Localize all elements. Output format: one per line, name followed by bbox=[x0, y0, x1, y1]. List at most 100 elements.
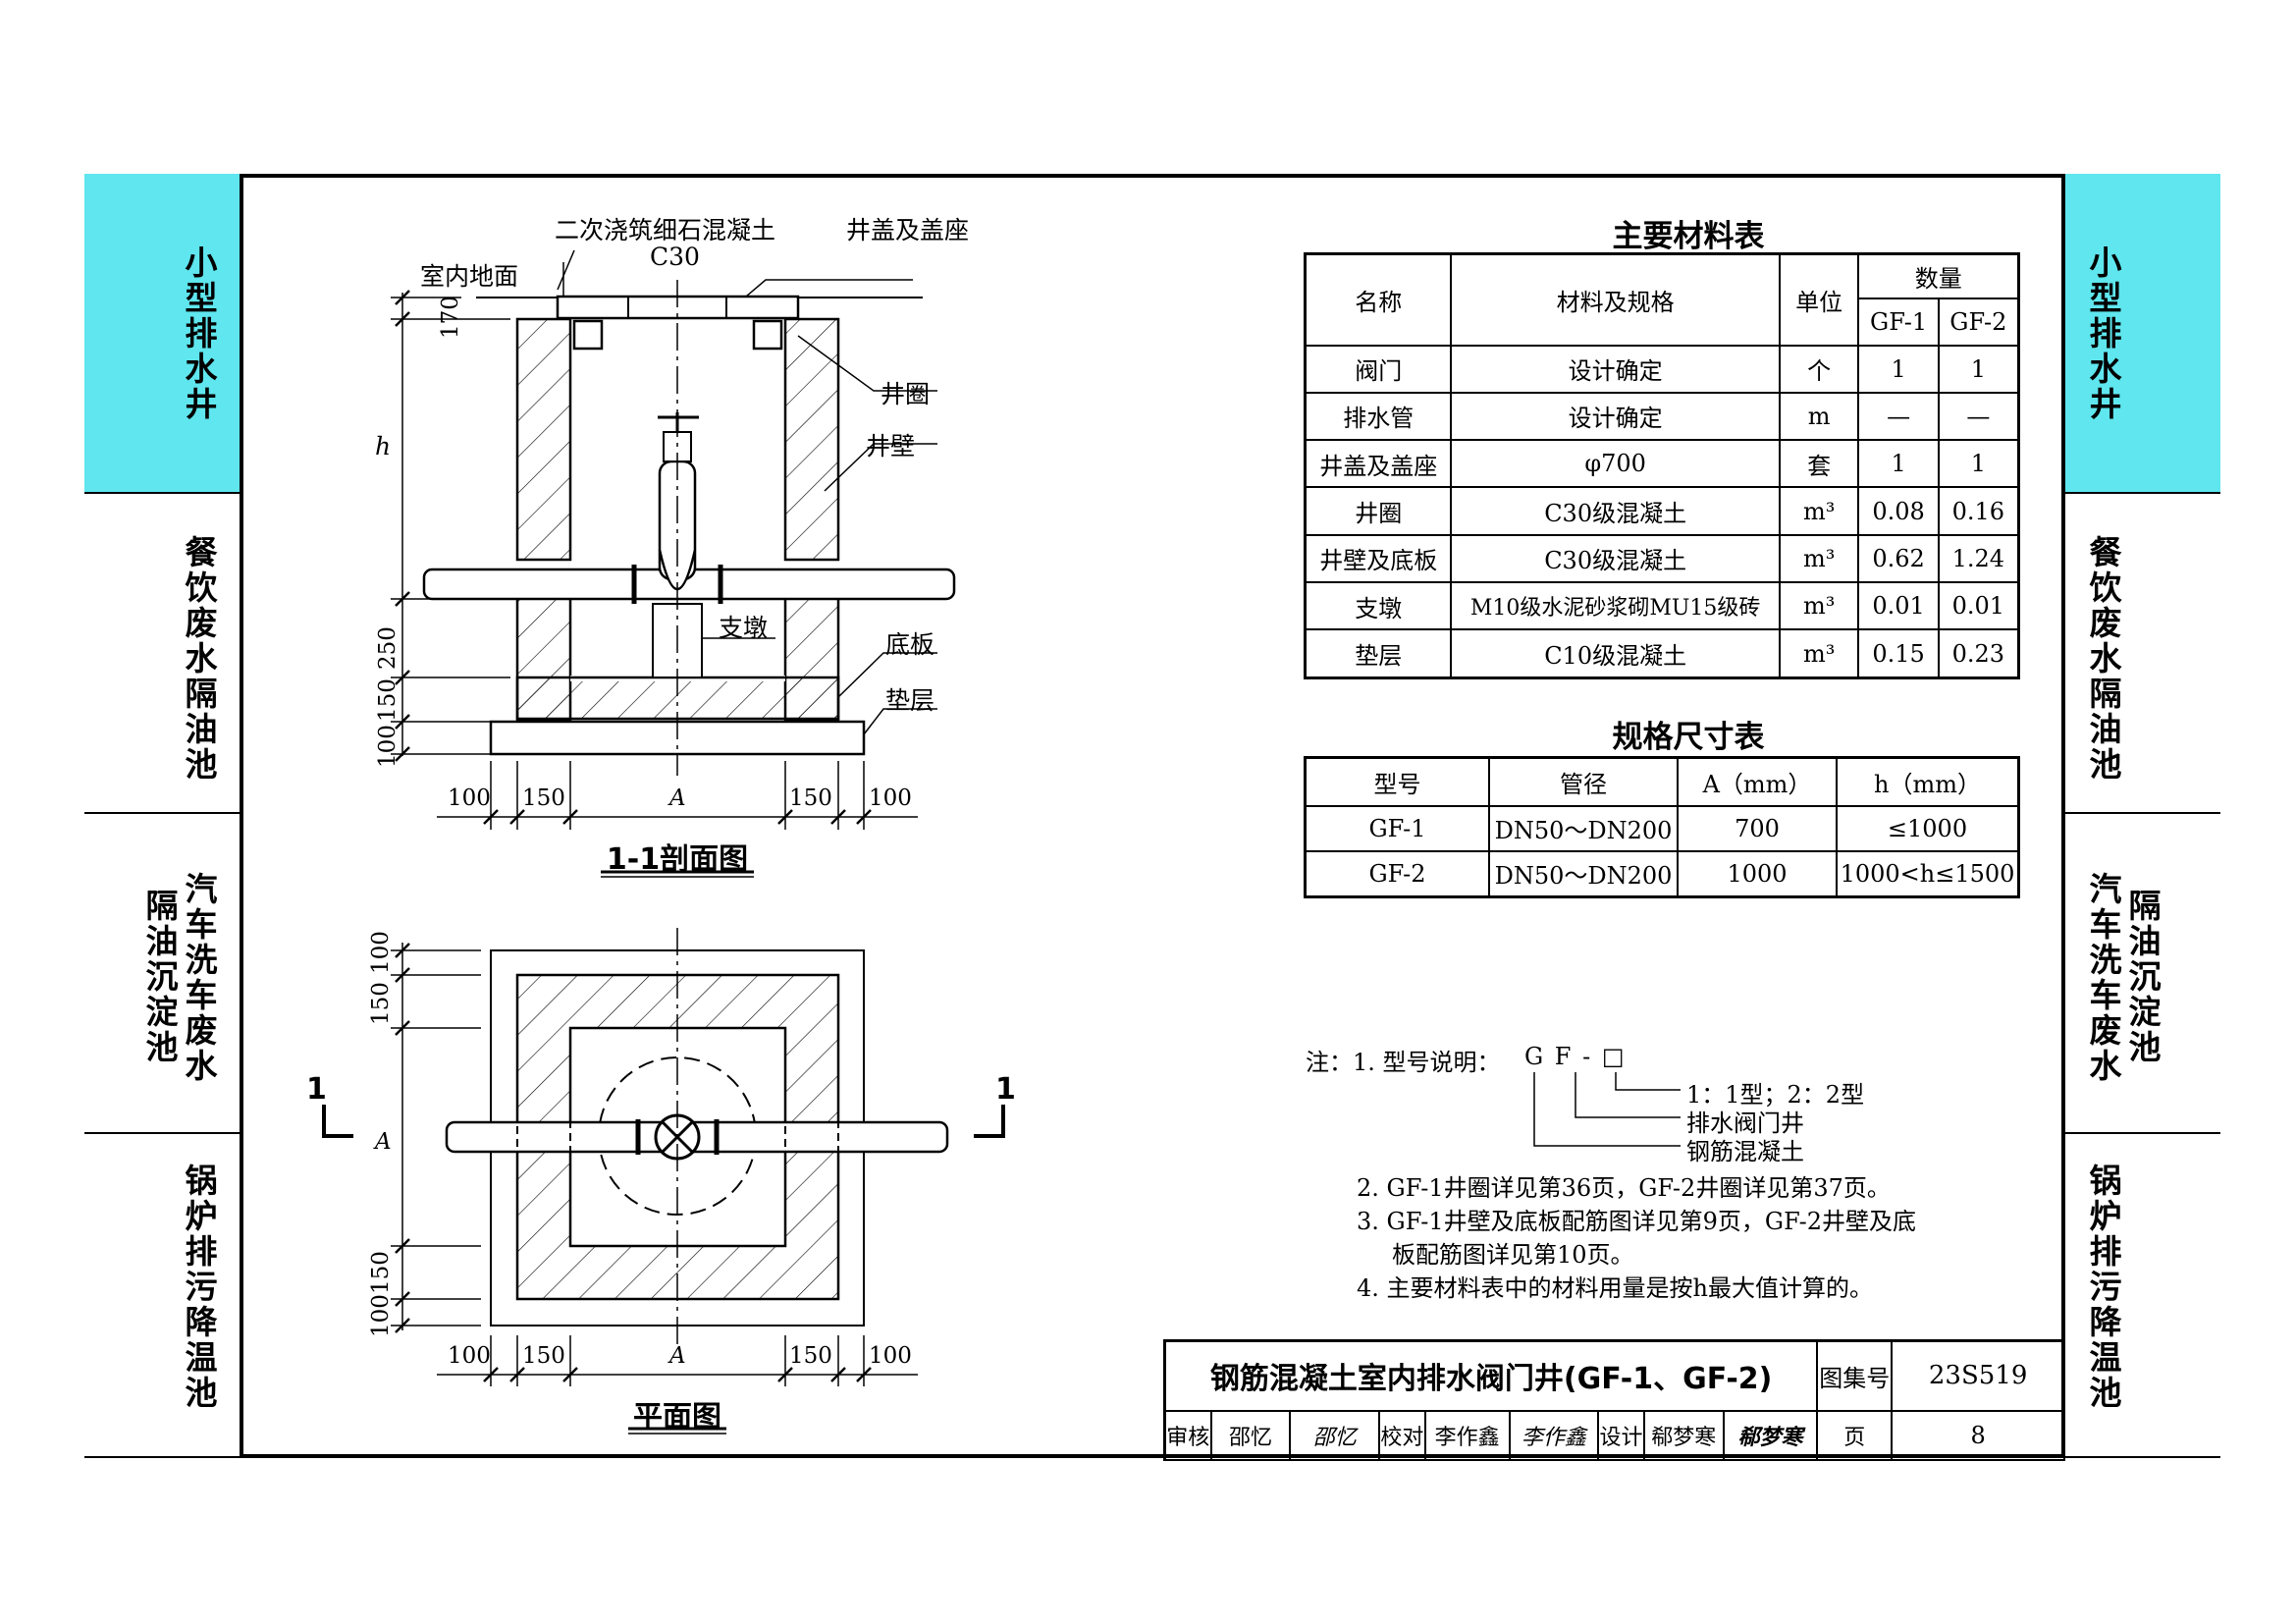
section-dim-150: 150 bbox=[375, 678, 400, 722]
materials-cell: m³ bbox=[1778, 628, 1860, 679]
dimensions-cell: GF-1 bbox=[1304, 804, 1490, 852]
plan-view bbox=[322, 928, 1005, 1435]
materials-cell: m³ bbox=[1778, 533, 1860, 584]
left-tab-car-wash[interactable] bbox=[84, 814, 240, 1134]
title-block-check-label: 校对 bbox=[1378, 1409, 1426, 1461]
left-tab-grease-trap[interactable] bbox=[84, 494, 240, 814]
left-tab-label-1: 小型排水井 bbox=[180, 245, 218, 422]
left-tab-label-4: 锅炉排污降温池 bbox=[180, 1164, 218, 1411]
dimensions-table: 型号 管径 A（mm） h（mm） GF-1 DN50～DN200 700 ≤1… bbox=[1304, 756, 2020, 898]
title-block-designer: 郗梦寒 bbox=[1642, 1409, 1725, 1461]
title-block-atlas-label: 图集号 bbox=[1816, 1339, 1894, 1412]
materials-table: 名称 材料及规格 单位 数量 GF-1 GF-2 阀门 设计确定 个 1 1 排… bbox=[1304, 252, 2020, 679]
materials-cell: 0.23 bbox=[1937, 628, 2020, 679]
materials-cell: 排水管 bbox=[1304, 391, 1453, 442]
materials-header-qty: 数量 bbox=[1857, 252, 2020, 299]
note-4: 4. 主要材料表中的材料用量是按h最大值计算的。 bbox=[1357, 1274, 1873, 1302]
materials-header-gf2: GF-2 bbox=[1937, 297, 2020, 347]
title-block-title: 钢筋混凝土室内排水阀门井(GF-1、GF-2) bbox=[1163, 1339, 1819, 1412]
title-block-designer-signature: 郗梦寒 bbox=[1722, 1409, 1819, 1461]
right-tab-label-2: 餐饮废水隔油池 bbox=[2084, 535, 2122, 783]
materials-cell: φ700 bbox=[1450, 439, 1781, 489]
section-dim-bottom-100-left: 100 bbox=[448, 785, 491, 811]
table-row: 支墩 M10级水泥砂浆砌MU15级砖 m³ 0.01 0.01 bbox=[1304, 581, 2020, 631]
right-tab-car-wash[interactable] bbox=[2065, 814, 2220, 1134]
materials-cell: — bbox=[1857, 391, 1940, 442]
notes-code-leaders bbox=[1533, 1072, 1681, 1147]
title-block: 钢筋混凝土室内排水阀门井(GF-1、GF-2) 图集号 23S519 审核 邵忆… bbox=[1163, 1339, 2065, 1461]
table-row: 排水管 设计确定 m — — bbox=[1304, 391, 2020, 442]
materials-cell: 1 bbox=[1857, 344, 1940, 394]
plan-dim-left-150-bottom: 150 bbox=[368, 1251, 394, 1294]
right-tab-label-4: 锅炉排污降温池 bbox=[2084, 1164, 2122, 1411]
section-label-base: 底板 bbox=[885, 630, 935, 659]
materials-cell: 阀门 bbox=[1304, 344, 1453, 394]
right-tab-grease-trap[interactable] bbox=[2065, 494, 2220, 814]
plan-dim-bottom-100-right: 100 bbox=[869, 1343, 912, 1369]
materials-cell: m bbox=[1778, 391, 1860, 442]
note-legend-2: 排水阀门井 bbox=[1686, 1110, 1804, 1137]
title-block-reviewer-signature: 邵忆 bbox=[1289, 1409, 1381, 1461]
section-label-pier: 支墩 bbox=[719, 614, 769, 642]
section-label-floor: 室内地面 bbox=[420, 262, 519, 291]
materials-cell: 井圈 bbox=[1304, 486, 1453, 536]
materials-cell: 井盖及盖座 bbox=[1304, 439, 1453, 489]
title-block-review-label: 审核 bbox=[1163, 1409, 1212, 1461]
dimensions-cell: 1000 bbox=[1677, 849, 1838, 898]
note-legend-3: 钢筋混凝土 bbox=[1686, 1138, 1804, 1165]
materials-cell: 设计确定 bbox=[1450, 391, 1781, 442]
section-dim-bottom-A: A bbox=[669, 785, 686, 811]
materials-header-spec: 材料及规格 bbox=[1450, 252, 1781, 347]
left-tab-boiler-cooling[interactable] bbox=[84, 1134, 240, 1458]
materials-cell: 0.01 bbox=[1857, 581, 1940, 631]
materials-cell: C30级混凝土 bbox=[1450, 486, 1781, 536]
section-wall-right bbox=[783, 317, 840, 562]
title-block-checker: 李作鑫 bbox=[1423, 1409, 1511, 1461]
dimensions-cell: DN50～DN200 bbox=[1488, 804, 1679, 852]
section-wall-left bbox=[515, 317, 572, 562]
left-tab-label-3a: 汽车洗车废水 bbox=[180, 872, 218, 1084]
section-dim-170: 170 bbox=[438, 296, 463, 339]
section-label-c30: C30 bbox=[650, 243, 700, 271]
section-label-pour: 二次浇筑细石混凝土 bbox=[555, 216, 776, 244]
materials-cell: m³ bbox=[1778, 486, 1860, 536]
table-row: GF-2 DN50～DN200 1000 1000<h≤1500 bbox=[1304, 849, 2020, 898]
plan-title: 平面图 bbox=[633, 1400, 721, 1435]
note-code: G F - □ bbox=[1524, 1043, 1627, 1070]
materials-cell: 0.62 bbox=[1857, 533, 1940, 584]
plan-dim-bottom-150-left: 150 bbox=[522, 1343, 565, 1369]
dimensions-header-model: 型号 bbox=[1304, 756, 1490, 807]
right-tab-small-drain-well[interactable] bbox=[2065, 174, 2220, 494]
materials-cell: 设计确定 bbox=[1450, 344, 1781, 394]
plan-cut-mark-left: 1 bbox=[306, 1072, 327, 1107]
materials-cell: 1 bbox=[1857, 439, 1940, 489]
materials-header-gf1: GF-1 bbox=[1857, 297, 1940, 347]
section-dim-bottom-150-left: 150 bbox=[522, 785, 565, 811]
materials-cell: 1 bbox=[1937, 344, 2020, 394]
materials-cell: 1 bbox=[1937, 439, 2020, 489]
right-tab-boiler-cooling[interactable] bbox=[2065, 1134, 2220, 1458]
section-dim-250: 250 bbox=[375, 626, 400, 670]
materials-cell: 支墩 bbox=[1304, 581, 1453, 631]
plan-dim-bottom-100-left: 100 bbox=[448, 1343, 491, 1369]
dimensions-cell: 1000<h≤1500 bbox=[1836, 849, 2020, 898]
materials-cell: 0.01 bbox=[1937, 581, 2020, 631]
plan-dim-left-A: A bbox=[375, 1129, 392, 1155]
note-3b: 板配筋图详见第10页。 bbox=[1392, 1241, 1634, 1269]
dimensions-title: 规格尺寸表 bbox=[1612, 720, 1765, 755]
section-label-ring: 井圈 bbox=[881, 380, 931, 408]
materials-cell: M10级水泥砂浆砌MU15级砖 bbox=[1450, 581, 1781, 631]
materials-cell: 0.16 bbox=[1937, 486, 2020, 536]
materials-cell: C10级混凝土 bbox=[1450, 628, 1781, 679]
drawing-frame bbox=[240, 174, 2065, 1458]
plan-dim-left-150-top: 150 bbox=[368, 982, 394, 1025]
right-tab-label-3b: 隔油沉淀池 bbox=[2123, 889, 2162, 1065]
materials-cell: 0.15 bbox=[1857, 628, 1940, 679]
section-dim-bottom-150-right: 150 bbox=[789, 785, 832, 811]
section-title: 1-1剖面图 bbox=[606, 842, 749, 877]
materials-cell: 1.24 bbox=[1937, 533, 2020, 584]
left-tab-small-drain-well[interactable] bbox=[84, 174, 240, 494]
dimensions-cell: GF-2 bbox=[1304, 849, 1490, 898]
note-3a: 3. GF-1井壁及底板配筋图详见第9页，GF-2井壁及底 bbox=[1357, 1208, 1917, 1235]
